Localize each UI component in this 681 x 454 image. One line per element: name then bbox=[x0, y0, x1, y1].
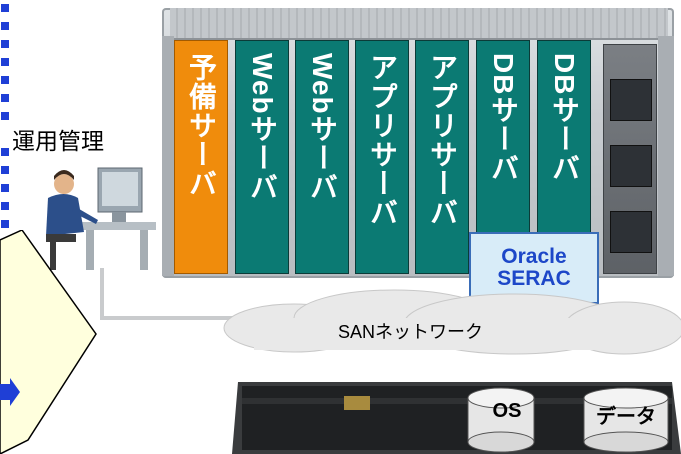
os-disk-icon bbox=[467, 387, 535, 453]
san-cloud-shape bbox=[223, 289, 681, 355]
oracle-line-2: SERAC bbox=[497, 267, 571, 290]
blade-web-server-2: Webサーバ bbox=[295, 40, 349, 274]
san-network-label: SANネットワーク bbox=[337, 322, 483, 342]
data-disk-icon bbox=[583, 387, 669, 453]
blade-web-server-1: Webサーバ bbox=[235, 40, 289, 274]
operator-at-desk-icon bbox=[46, 167, 156, 270]
storage-array-icon bbox=[232, 382, 681, 454]
data-disk-label: データ bbox=[596, 406, 656, 428]
chassis-handle-right bbox=[658, 36, 674, 276]
callout-arrow-shape bbox=[0, 230, 97, 454]
blade-app-server-2: アプリサーバ bbox=[415, 40, 469, 274]
blade-label: アプリサーバ bbox=[367, 53, 398, 227]
network-line bbox=[100, 316, 240, 320]
blade-label: 予備サーバ bbox=[186, 53, 217, 198]
blade-label: DBサーバ bbox=[549, 53, 580, 183]
blade-label: Webサーバ bbox=[307, 53, 338, 202]
chassis-vent bbox=[170, 8, 668, 40]
blade-label: Webサーバ bbox=[247, 53, 278, 202]
network-line bbox=[100, 268, 104, 318]
blade-spare-server: 予備サーバ bbox=[174, 40, 228, 274]
chassis-side-bay bbox=[603, 44, 657, 274]
chassis-handle-left bbox=[162, 36, 174, 276]
blade-app-server-1: アプリサーバ bbox=[355, 40, 409, 274]
operations-label: 運用管理 bbox=[12, 128, 104, 154]
os-disk-label: OS bbox=[492, 400, 522, 422]
dotted-border bbox=[0, 0, 12, 260]
blade-label: アプリサーバ bbox=[427, 53, 458, 227]
oracle-line-1: Oracle bbox=[501, 245, 567, 268]
blade-label: DBサーバ bbox=[488, 53, 519, 183]
